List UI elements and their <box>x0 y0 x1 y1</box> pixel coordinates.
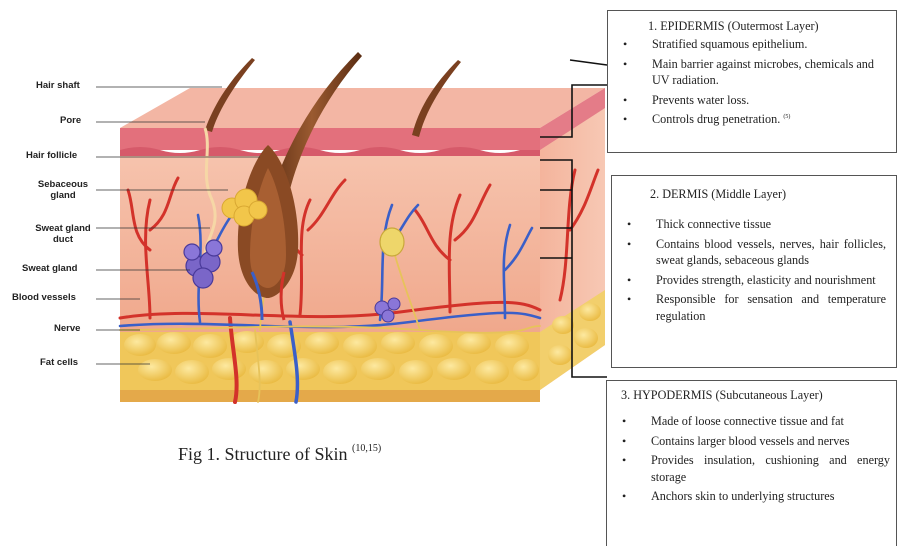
list-item: Stratified squamous epithelium. <box>616 36 890 52</box>
list-item: Contains blood vessels, nerves, hair fol… <box>620 236 888 269</box>
label-pore: Pore <box>60 116 81 127</box>
list-item: Main barrier against microbes, chemicals… <box>616 56 890 89</box>
epidermis-layer <box>120 128 540 150</box>
epidermis-ref: (5) <box>783 114 790 120</box>
list-item: Responsible for sensation and temperatur… <box>620 291 888 324</box>
list-item: Made of loose connective tissue and fat <box>615 413 890 429</box>
caption-refs: (10,15) <box>352 443 381 454</box>
list-item: Prevents water loss. <box>616 92 890 108</box>
label-nerve: Nerve <box>54 324 80 335</box>
dermis-box: 2. DERMIS (Middle Layer) Thick connectiv… <box>611 175 897 368</box>
list-item: Provides insulation, cushioning and ener… <box>615 452 890 485</box>
label-sebaceous-gland: Sebaceous gland <box>36 180 90 202</box>
hypodermis-list: Made of loose connective tissue and fat … <box>615 413 890 504</box>
list-item-text: Controls drug penetration. <box>652 112 780 126</box>
dermis-title: 2. DERMIS (Middle Layer) <box>620 186 888 202</box>
label-blood-vessels: Blood vessels <box>12 293 76 304</box>
label-hair-follicle: Hair follicle <box>26 151 77 162</box>
list-item: Provides strength, elasticity and nouris… <box>620 272 888 288</box>
sensory-receptor <box>380 228 404 256</box>
list-item: Thick connective tissue <box>620 216 888 232</box>
hypodermis-box: 3. HYPODERMIS (Subcutaneous Layer) Made … <box>606 380 897 546</box>
epidermis-list: Stratified squamous epithelium. Main bar… <box>616 36 890 127</box>
figure-caption: Fig 1. Structure of Skin (10,15) <box>178 444 381 465</box>
dermis-layer <box>120 156 540 332</box>
list-item: Controls drug penetration. (5) <box>616 111 890 127</box>
list-item: Anchors skin to underlying structures <box>615 488 890 504</box>
epidermis-box: 1. EPIDERMIS (Outermost Layer) Stratifie… <box>607 10 897 153</box>
caption-text: Fig 1. Structure of Skin <box>178 444 348 464</box>
epidermis-title: 1. EPIDERMIS (Outermost Layer) <box>616 18 890 34</box>
hypodermis-title: 3. HYPODERMIS (Subcutaneous Layer) <box>621 387 890 403</box>
label-sweat-gland: Sweat gland <box>22 264 77 275</box>
label-hair-shaft: Hair shaft <box>36 81 80 92</box>
dermis-list: Thick connective tissue Contains blood v… <box>620 216 888 324</box>
label-fat-cells: Fat cells <box>40 358 78 369</box>
label-sweat-gland-duct: Sweat gland duct <box>26 224 100 246</box>
list-item: Contains larger blood vessels and nerves <box>615 433 890 449</box>
